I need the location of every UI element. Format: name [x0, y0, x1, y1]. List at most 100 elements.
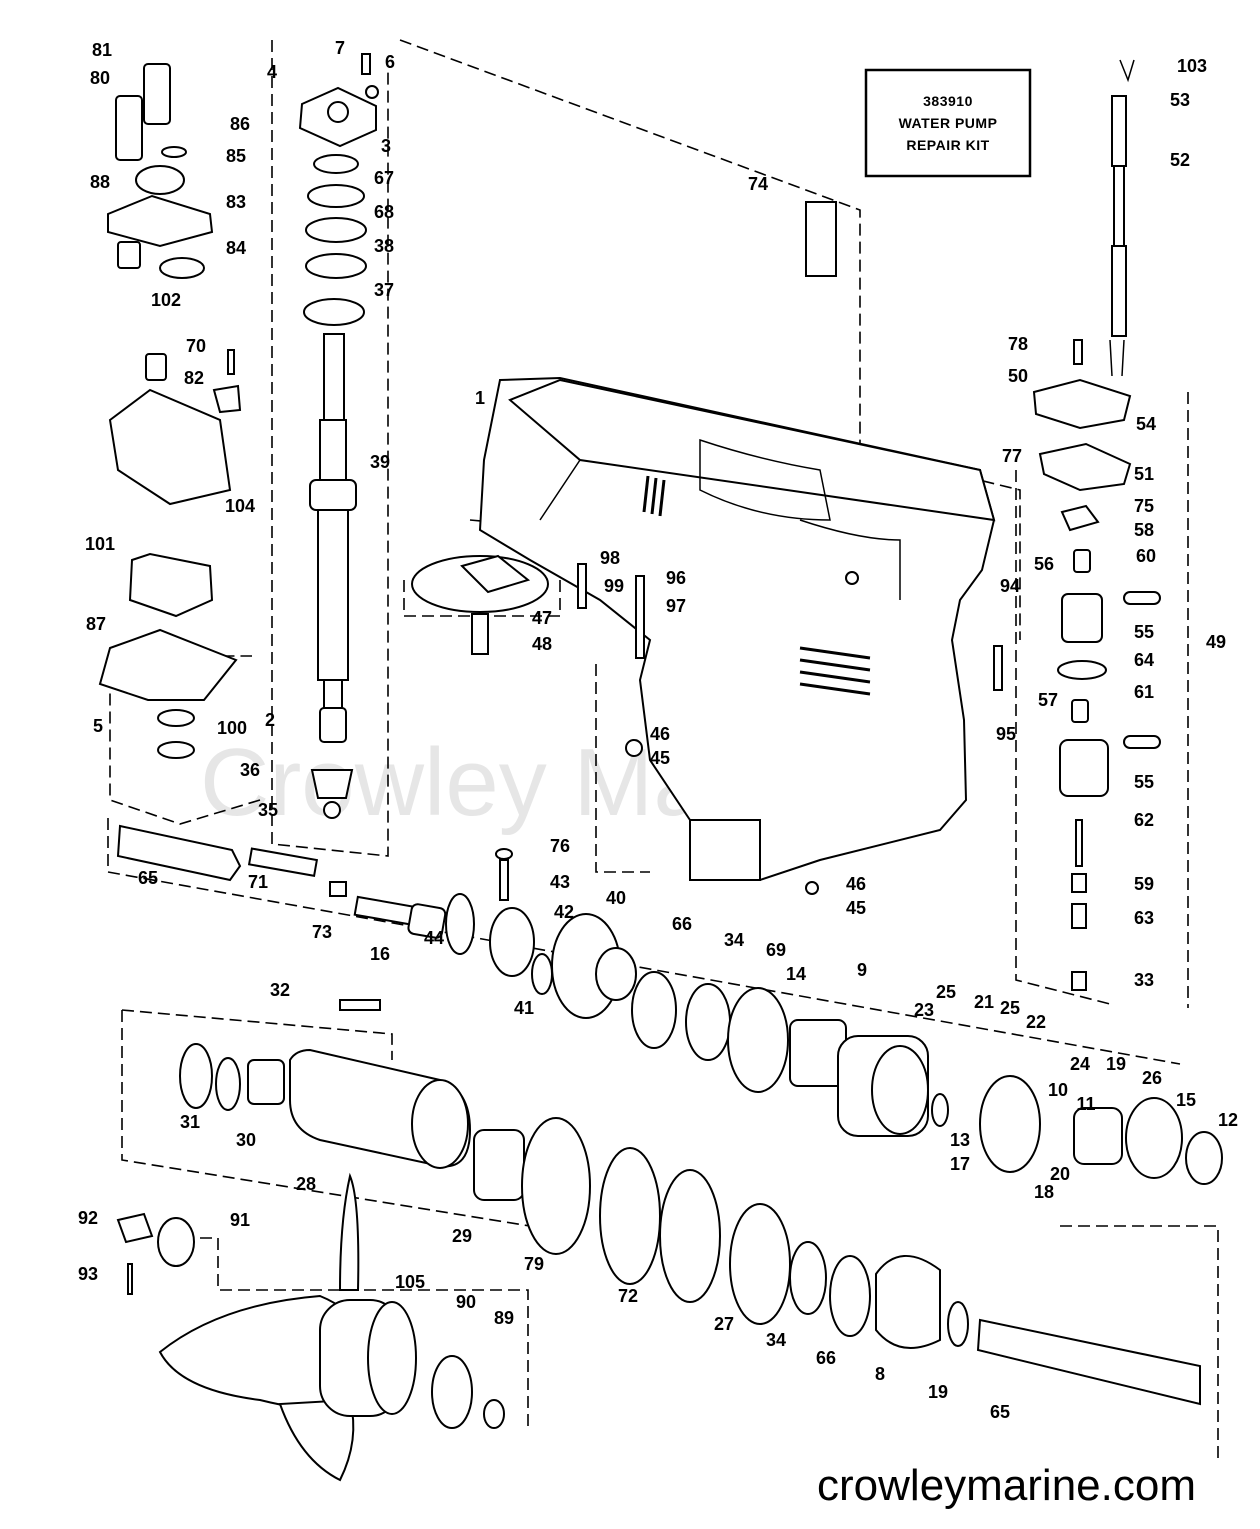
bearing-housing-row: [179, 999, 1201, 1406]
callout-43: 43: [550, 872, 570, 892]
callout-76: 76: [550, 836, 570, 856]
callout-15: 15: [1176, 1090, 1196, 1110]
callout-68: 68: [374, 202, 394, 222]
callout-90: 90: [456, 1292, 476, 1312]
callout-22: 22: [1026, 1012, 1046, 1032]
callout-95: 95: [996, 724, 1016, 744]
callout-83: 83: [226, 192, 246, 212]
callout-92: 92: [78, 1208, 98, 1228]
callout-48: 48: [532, 634, 552, 654]
callout-54: 54: [1136, 414, 1156, 434]
callout-11: 11: [1076, 1094, 1095, 1114]
callout-38: 38: [374, 236, 394, 256]
callout-89: 89: [494, 1308, 514, 1328]
callout-47: 47: [532, 608, 552, 628]
callout-98: 98: [600, 548, 620, 568]
callout-2: 2: [265, 710, 275, 730]
callout-52: 52: [1170, 150, 1190, 170]
callout-53: 53: [1170, 90, 1190, 110]
callout-74: 74: [748, 174, 768, 194]
callout-40: 40: [606, 888, 626, 908]
callout-35: 35: [258, 800, 278, 820]
callout-34: 34: [766, 1330, 786, 1350]
callout-60: 60: [1136, 546, 1156, 566]
callout-42: 42: [554, 902, 574, 922]
callout-85: 85: [226, 146, 246, 166]
callout-86: 86: [230, 114, 250, 134]
callout-93: 93: [78, 1264, 98, 1284]
callout-9: 9: [857, 960, 867, 980]
callout-58: 58: [1134, 520, 1154, 540]
callout-37: 37: [374, 280, 394, 300]
callout-30: 30: [236, 1130, 256, 1150]
callout-84: 84: [226, 238, 246, 258]
shift-linkage: [1032, 59, 1161, 991]
callout-67: 67: [374, 168, 394, 188]
callout-57: 57: [1038, 690, 1058, 710]
callout-labels: 8180764863888567688338843710270823910410…: [78, 38, 1238, 1422]
callout-20: 20: [1050, 1164, 1070, 1184]
callout-26: 26: [1142, 1068, 1162, 1088]
callout-31: 31: [180, 1112, 200, 1132]
callout-66: 66: [816, 1348, 836, 1368]
callout-61: 61: [1134, 682, 1154, 702]
callout-63: 63: [1134, 908, 1154, 928]
callout-99: 99: [604, 576, 624, 596]
callout-55: 55: [1134, 622, 1154, 642]
propeller: [116, 1172, 505, 1482]
callout-23: 23: [914, 1000, 934, 1020]
callout-27: 27: [714, 1314, 734, 1334]
callout-103: 103: [1177, 56, 1207, 76]
callout-78: 78: [1008, 334, 1028, 354]
callout-102: 102: [151, 290, 181, 310]
callout-6: 6: [385, 52, 395, 72]
callout-25: 25: [936, 982, 956, 1002]
drive-shaft: [309, 333, 357, 711]
callout-51: 51: [1134, 464, 1154, 484]
callout-82: 82: [184, 368, 204, 388]
callout-105: 105: [395, 1272, 425, 1292]
callout-65: 65: [990, 1402, 1010, 1422]
callout-46: 46: [650, 724, 670, 744]
kit-part-number: 383910: [923, 93, 973, 109]
callout-100: 100: [217, 718, 247, 738]
callout-45: 45: [650, 748, 670, 768]
callout-46: 46: [846, 874, 866, 894]
callout-62: 62: [1134, 810, 1154, 830]
callout-101: 101: [85, 534, 115, 554]
callout-56: 56: [1034, 554, 1054, 574]
callout-34: 34: [724, 930, 744, 950]
callout-70: 70: [186, 336, 206, 356]
gearcase-housing: [478, 376, 996, 882]
callout-59: 59: [1134, 874, 1154, 894]
callout-71: 71: [248, 872, 268, 892]
callout-50: 50: [1008, 366, 1028, 386]
callout-21: 21: [974, 992, 994, 1012]
callout-75: 75: [1134, 496, 1154, 516]
callout-94: 94: [1000, 576, 1020, 596]
callout-65: 65: [138, 868, 158, 888]
callout-87: 87: [86, 614, 106, 634]
callout-18: 18: [1034, 1182, 1054, 1202]
callout-17: 17: [950, 1154, 970, 1174]
callout-41: 41: [514, 998, 534, 1018]
callout-39: 39: [370, 452, 390, 472]
callout-13: 13: [950, 1130, 970, 1150]
callout-104: 104: [225, 496, 255, 516]
kit-title-line-2: REPAIR KIT: [906, 137, 989, 153]
callout-8: 8: [875, 1364, 885, 1384]
callout-14: 14: [786, 964, 806, 984]
callout-5: 5: [93, 716, 103, 736]
callout-77: 77: [1002, 446, 1022, 466]
callout-3: 3: [381, 136, 391, 156]
callout-24: 24: [1070, 1054, 1090, 1074]
callout-19: 19: [928, 1382, 948, 1402]
callout-66: 66: [672, 914, 692, 934]
callout-4: 4: [267, 62, 277, 82]
callout-96: 96: [666, 568, 686, 588]
callout-45: 45: [846, 898, 866, 918]
callout-7: 7: [335, 38, 345, 58]
water-pump-kit-box: 383910 WATER PUMP REPAIR KIT: [864, 68, 1032, 178]
callout-97: 97: [666, 596, 686, 616]
